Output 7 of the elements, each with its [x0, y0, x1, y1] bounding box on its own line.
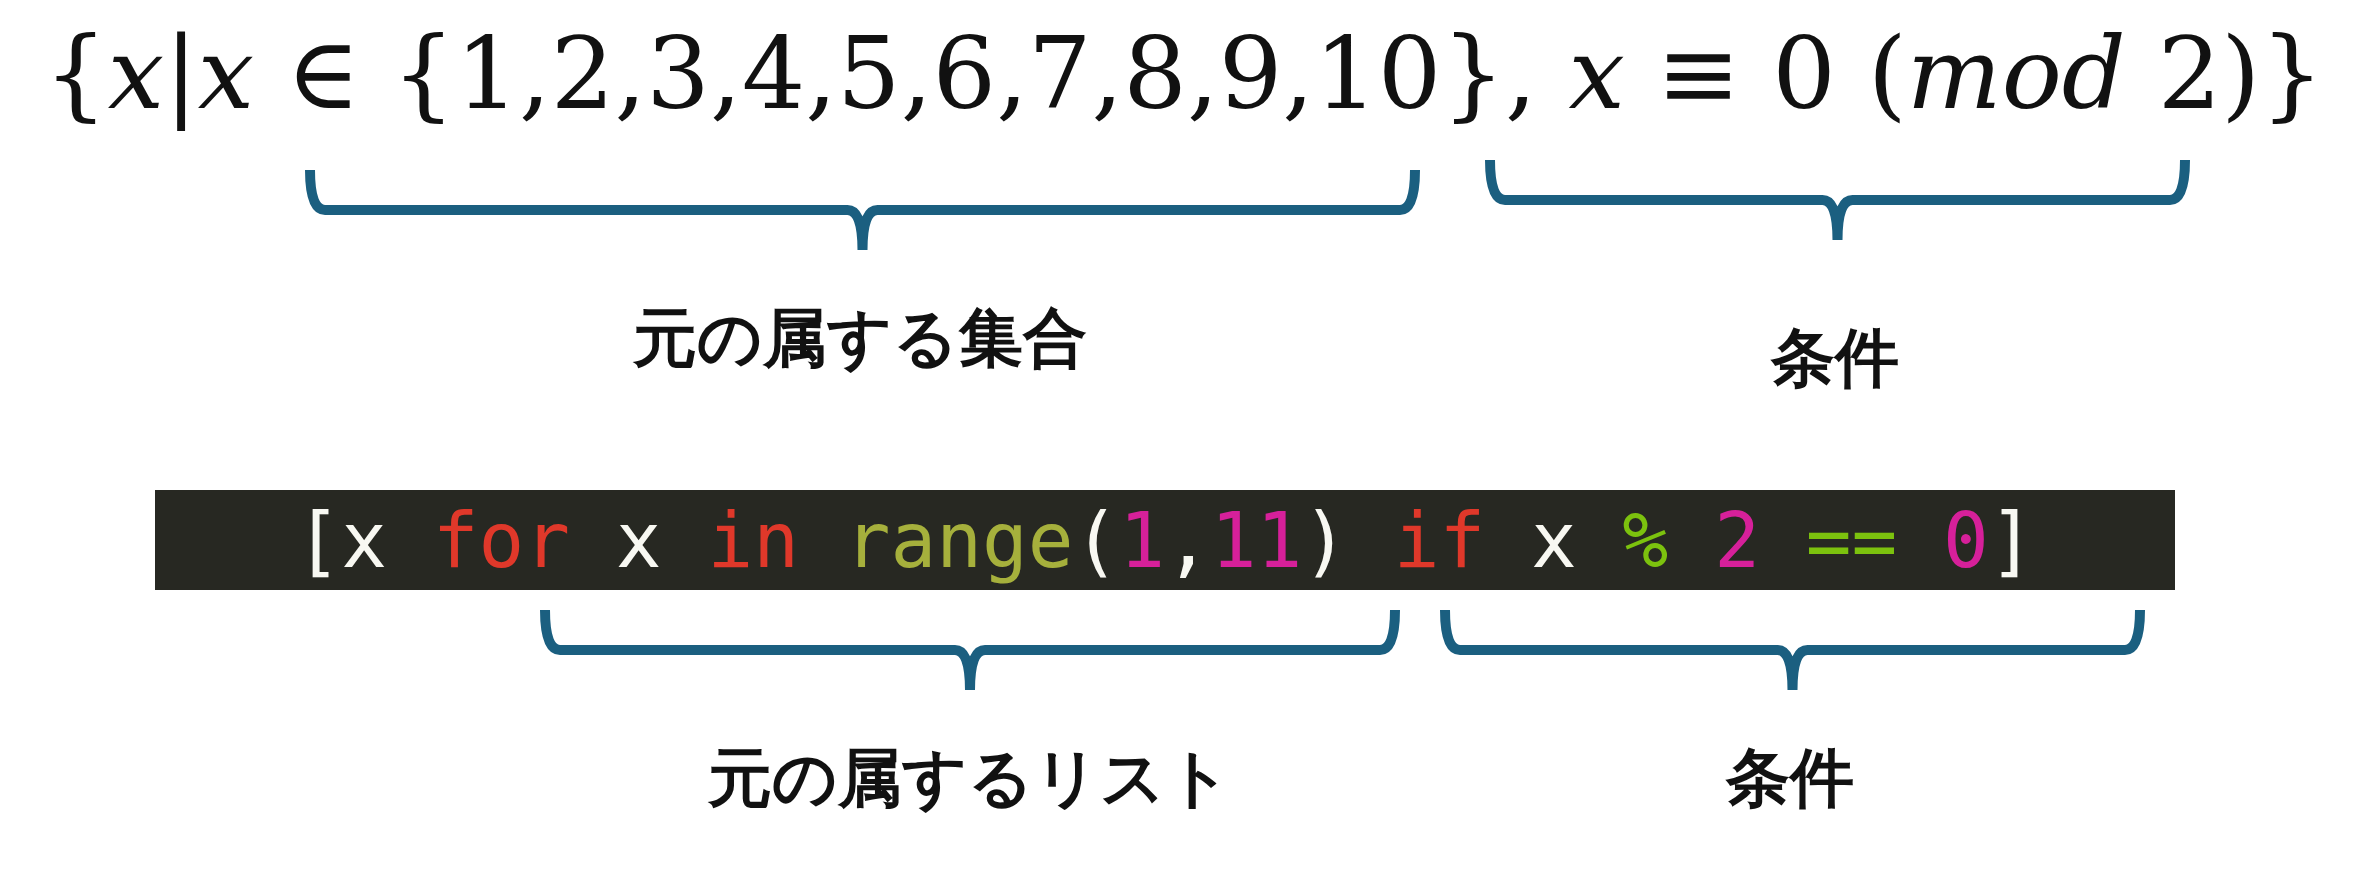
code-text: [x for x in range(1,11) if x % 2 == 0] [295, 495, 2035, 585]
set-notation-formula: {x|x ∈ {1,2,3,4,5,6,7,8,9,10}, x ≡ 0 (mod 2)} [44, 15, 2324, 132]
bracket-label: 条件 [1726, 740, 1854, 817]
bracket-label: 元の属するリスト [708, 740, 1232, 817]
bracket-label: 元の属する集合 [633, 300, 1087, 377]
bracket-label: 条件 [1771, 320, 1899, 397]
code-bar [155, 490, 2175, 590]
